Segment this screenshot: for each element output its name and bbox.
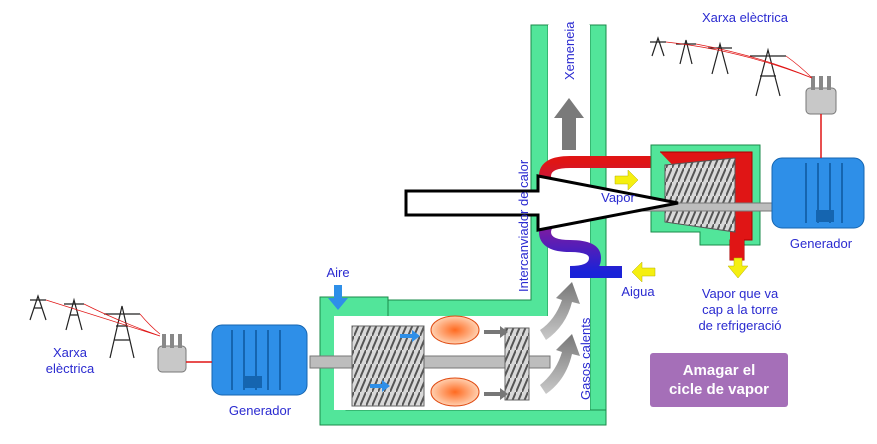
generator-label-right: Generador <box>789 236 853 251</box>
chimney-label: Xemeneia <box>562 21 577 80</box>
steam-in-arrow <box>614 169 639 191</box>
steam-label: Vapor <box>601 190 635 205</box>
steam-turbine <box>614 144 776 283</box>
generator-label-left: Generador <box>228 403 292 418</box>
transmission-tower-icon <box>29 294 161 359</box>
transmission-tower-icon <box>650 36 813 97</box>
hide-steam-cycle-button[interactable]: Amagar el cicle de vapor <box>650 353 788 407</box>
hot-gas-arrows <box>540 98 584 394</box>
transformer-icon <box>157 334 212 373</box>
hot-gases-label: Gasos calents <box>578 317 593 400</box>
grid-label-left: Xarxa elèctrica <box>45 345 95 376</box>
air-inlet-arrow <box>328 285 348 310</box>
water-in-arrow <box>631 261 656 283</box>
generator-icon <box>771 157 865 229</box>
generator-icon <box>211 324 308 396</box>
grid-label-top: Xarxa elèctrica <box>702 10 788 25</box>
combustion-chamber-icon <box>430 315 480 407</box>
cooling-steam-label: Vapor que va cap a la torre de refrigera… <box>698 286 782 333</box>
steam-out-arrow <box>727 257 749 279</box>
heat-exchanger-label: Intercanviador de calor <box>516 159 531 292</box>
air-label: Aire <box>326 265 350 280</box>
transformer-icon <box>805 76 837 158</box>
gas-turbine <box>309 285 551 407</box>
hide-steam-cycle-button-label: Amagar el cicle de vapor <box>668 362 770 398</box>
outline-arrow-icon <box>404 174 679 232</box>
turbine-icon <box>664 157 736 233</box>
water-label: Aigua <box>621 284 655 299</box>
